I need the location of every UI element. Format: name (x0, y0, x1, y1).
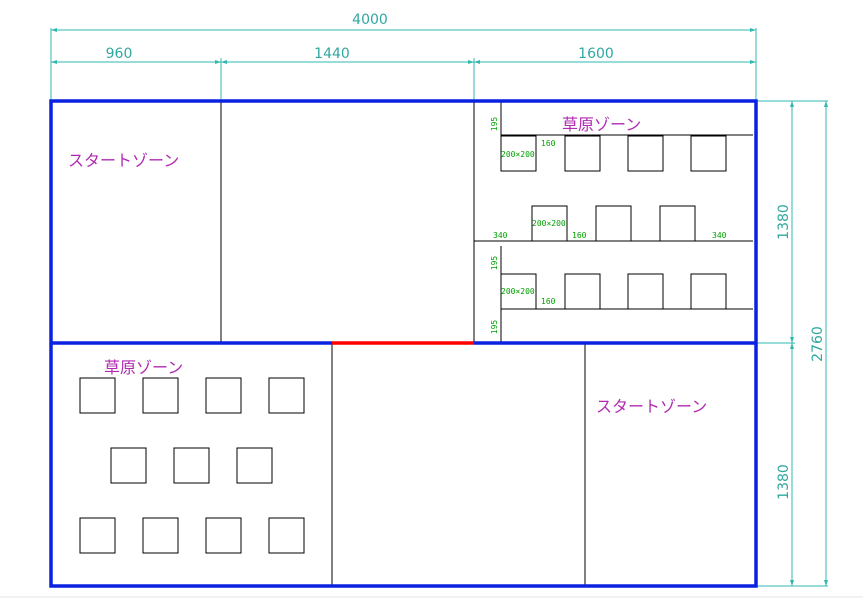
outer-walls (49, 99, 758, 588)
segment-2-label: 1440 (314, 46, 350, 62)
row2-gap-label: 160 (572, 231, 587, 240)
obstacle-box (268, 517, 305, 554)
start-zone-upper-label: スタートゾーン (68, 151, 179, 170)
row1-gap-label: 160 (541, 139, 556, 148)
obstacle-box (236, 447, 273, 484)
top-dimensions: 4000 960 1440 1600 (50, 12, 757, 100)
obstacle-box (205, 377, 242, 414)
obstacle-box (173, 447, 210, 484)
segment-1-label: 960 (106, 46, 133, 62)
row3-offset-label: 195 (490, 256, 499, 271)
overall-width-label: 4000 (352, 12, 388, 28)
obstacle-box (531, 205, 568, 242)
lower-height-label: 1380 (776, 464, 792, 500)
obstacle-box (79, 377, 116, 414)
obstacle-box (564, 135, 601, 172)
row1-offset-label: 195 (490, 117, 499, 132)
grass-zone-upper-boxes (500, 135, 727, 310)
grass-zone-lower-boxes (79, 377, 305, 554)
obstacle-box (564, 273, 601, 310)
obstacle-box (659, 205, 696, 242)
obstacle-box (79, 517, 116, 554)
grass-zone-upper-label: 草原ゾーン (562, 115, 641, 134)
row3-bottom-offset-label: 195 (490, 320, 499, 335)
obstacle-box (110, 447, 147, 484)
grass-zone-annotations: 195 200×200 160 340 200×200 160 340 195 … (490, 117, 727, 335)
right-dimensions: 1380 1380 2760 (756, 100, 828, 587)
obstacle-box (205, 517, 242, 554)
total-height-label: 2760 (810, 326, 826, 362)
row2-right-label: 340 (712, 231, 727, 240)
row3-gap-label: 160 (541, 297, 556, 306)
obstacle-box (627, 135, 664, 172)
obstacle-box (500, 273, 537, 310)
upper-height-label: 1380 (776, 204, 792, 240)
obstacle-box (690, 135, 727, 172)
obstacle-box (142, 517, 179, 554)
segment-3-label: 1600 (578, 46, 614, 62)
row2-left-label: 340 (493, 231, 508, 240)
obstacle-box (142, 377, 179, 414)
obstacle-box (595, 205, 632, 242)
row2-box-size-label: 200×200 (532, 219, 566, 228)
obstacle-box (500, 135, 537, 172)
obstacle-box (627, 273, 664, 310)
obstacle-box (690, 273, 727, 310)
obstacle-box (268, 377, 305, 414)
start-zone-lower-label: スタートゾーン (596, 397, 707, 416)
row3-box-size-label: 200×200 (501, 287, 535, 296)
zone-labels: スタートゾーン 草原ゾーン 草原ゾーン スタートゾーン (68, 115, 707, 416)
grass-zone-lower-label: 草原ゾーン (104, 358, 183, 377)
row1-box-size-label: 200×200 (501, 150, 535, 159)
